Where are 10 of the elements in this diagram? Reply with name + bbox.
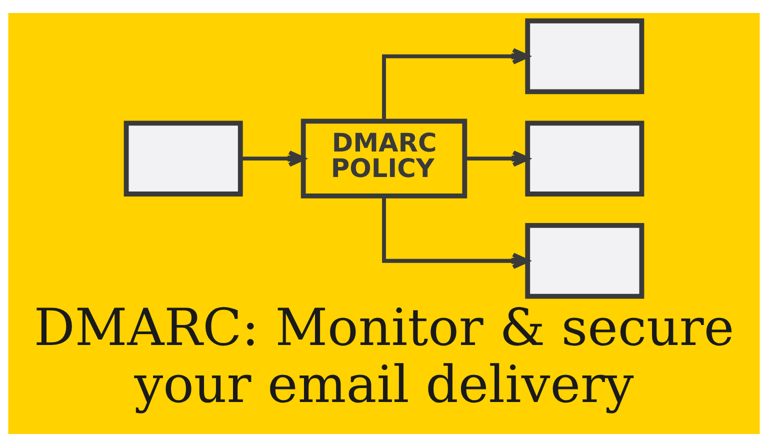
node-box: DMARC POLICY xyxy=(300,118,468,198)
arrow xyxy=(382,196,530,269)
arrow xyxy=(465,150,530,166)
node-envelope xyxy=(525,120,644,196)
node-envelope xyxy=(525,18,644,94)
arrow xyxy=(240,150,306,166)
node-envelope xyxy=(525,222,644,298)
arrow xyxy=(382,48,530,121)
diagram-title: DMARC: Monitor & secure your email delivery xyxy=(34,298,734,415)
node-envelope xyxy=(124,120,243,196)
